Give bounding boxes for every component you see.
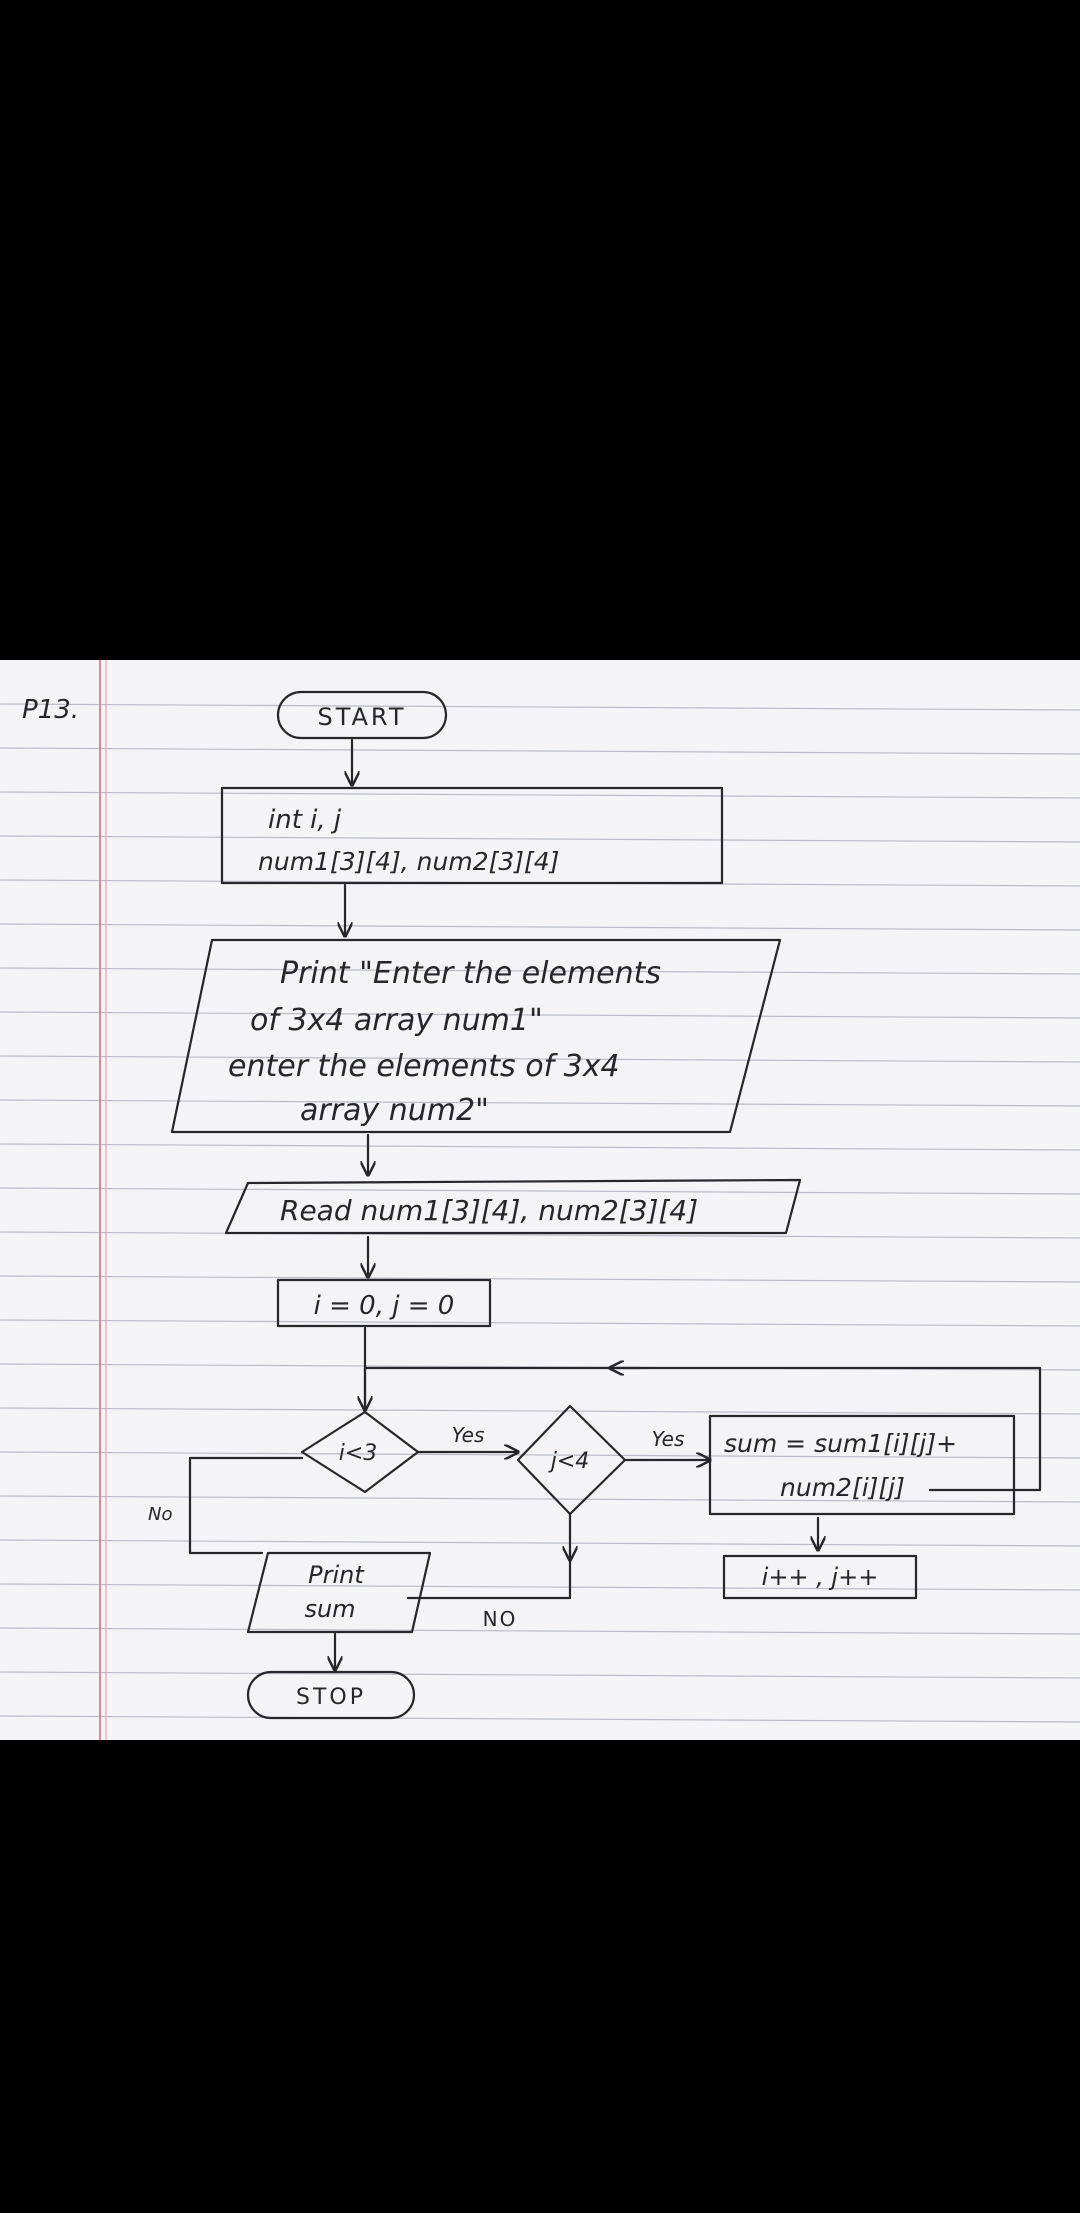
notebook-photo: P13. START int i, j num1[3][4], num2[3][… [0, 660, 1080, 1740]
ruled-line [0, 1627, 1080, 1635]
increment-box [722, 1554, 918, 1600]
print-input-parallelogram [170, 938, 782, 1134]
ruled-line [0, 1275, 1080, 1283]
ruled-lines [0, 703, 1080, 1723]
yes-label-2: Yes [652, 1427, 685, 1451]
ruled-line [0, 703, 1080, 711]
print-sum-parallelogram [246, 1551, 432, 1634]
ruled-line [0, 1319, 1080, 1327]
declaration-box [220, 786, 724, 885]
notebook-page [0, 660, 1080, 1740]
sum-box [708, 1414, 1016, 1516]
print-line-1: Print "Enter the elements [280, 956, 661, 991]
stop-terminator [246, 1670, 416, 1720]
yes-label-1: Yes [452, 1423, 485, 1447]
cond-i-label: i<3 [339, 1441, 378, 1466]
loop-back-line [363, 1366, 1042, 1492]
ruled-line [0, 1407, 1080, 1415]
ruled-line [0, 923, 1080, 931]
ruled-line [0, 1099, 1080, 1107]
declare-line-2: num1[3][4], num2[3][4] [258, 847, 559, 876]
ruled-line [0, 1011, 1080, 1019]
ruled-line [0, 1495, 1080, 1503]
stop-label: STOP [296, 1685, 366, 1710]
start-terminator [276, 690, 448, 740]
ruled-line [0, 1715, 1080, 1723]
no-path-j [406, 1512, 572, 1600]
sum-line-2: num2[i][j] [780, 1473, 905, 1502]
no-label-left: No [148, 1504, 172, 1525]
increment-label: i++ , j++ [762, 1563, 879, 1591]
ruled-line [0, 791, 1080, 799]
read-parallelogram [224, 1178, 802, 1235]
page-label: P13. [22, 695, 79, 725]
ruled-line [0, 1231, 1080, 1239]
no-path-i [188, 1456, 304, 1555]
init-label: i = 0, j = 0 [314, 1291, 455, 1321]
ruled-line [0, 747, 1080, 755]
print-sum-line-2: sum [304, 1595, 355, 1623]
read-label: Read num1[3][4], num2[3][4] [280, 1194, 698, 1227]
ruled-line [0, 1583, 1080, 1591]
start-label: START [317, 703, 406, 731]
init-box [276, 1278, 492, 1328]
ruled-line [0, 967, 1080, 975]
no-label-bottom: NO [483, 1607, 518, 1631]
print-line-3: enter the elements of 3x4 [228, 1049, 620, 1084]
declare-line-1: int i, j [268, 805, 342, 835]
print-sum-line-1: Print [308, 1561, 365, 1589]
ruled-line [0, 835, 1080, 843]
ruled-line [0, 1055, 1080, 1063]
ruled-line [0, 1451, 1080, 1459]
ruled-line [0, 1187, 1080, 1195]
sum-line-1: sum = sum1[i][j]+ [724, 1429, 957, 1458]
ruled-line [0, 1539, 1080, 1547]
ruled-line [0, 1671, 1080, 1679]
ruled-line [0, 1143, 1080, 1151]
decision-i-lt-3 [300, 1410, 420, 1494]
cond-j-label: j<4 [548, 1449, 590, 1474]
print-line-2: of 3x4 array num1" [250, 1003, 543, 1038]
print-line-4: array num2" [300, 1093, 489, 1128]
